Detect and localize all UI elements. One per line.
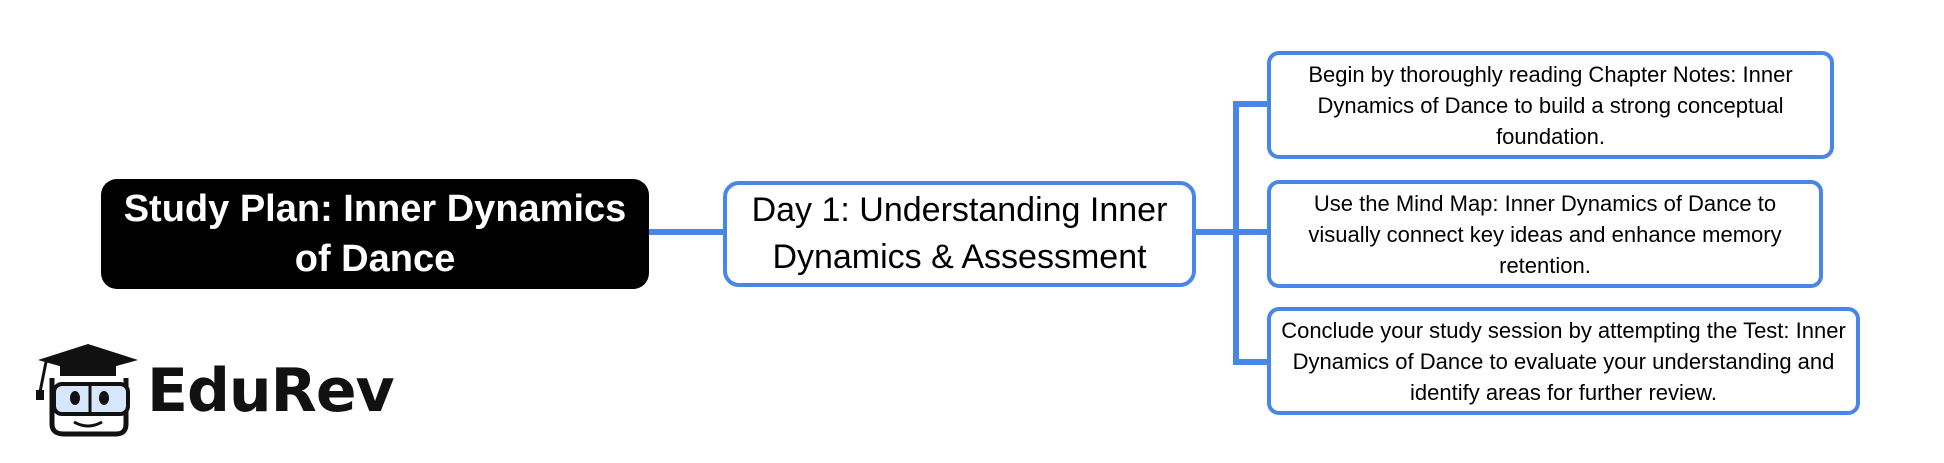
root-node-label: Study Plan: Inner Dynamics of Dance [123,188,627,280]
graduate-mascot-icon [36,344,138,437]
task-node-1-label: Begin by thoroughly reading Chapter Note… [1308,61,1793,149]
day-node: Day 1: Understanding Inner Dynamics & As… [723,181,1196,287]
task-node-2-label: Use the Mind Map: Inner Dynamics of Danc… [1308,190,1782,278]
day-node-label: Day 1: Understanding Inner Dynamics & As… [751,191,1168,276]
edurev-logo: EduRev [30,338,395,438]
task-node-2: Use the Mind Map: Inner Dynamics of Danc… [1267,180,1823,288]
task-node-3: Conclude your study session by attemptin… [1267,307,1860,415]
edurev-logo-text: EduRev [147,356,395,426]
task-node-3-label: Conclude your study session by attemptin… [1281,317,1846,405]
task-node-1: Begin by thoroughly reading Chapter Note… [1267,51,1834,159]
root-node: Study Plan: Inner Dynamics of Dance [101,179,649,289]
